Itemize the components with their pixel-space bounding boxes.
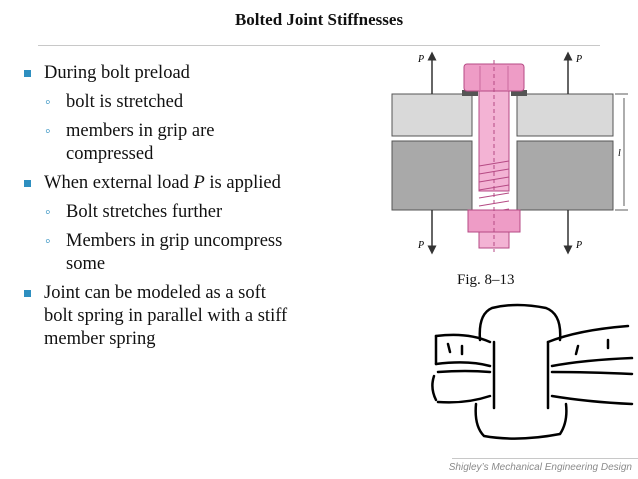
bolted-joint-figure: P P P P l <box>391 51 628 255</box>
grip-length-label: l <box>618 148 621 159</box>
washer-left <box>462 90 478 96</box>
bullet-item: During bolt preload <box>22 62 297 85</box>
load-label: P <box>417 240 424 251</box>
washer-right <box>511 90 527 96</box>
figure-caption: Fig. 8–13 <box>457 272 515 288</box>
upper-member-right <box>516 93 614 137</box>
load-variable: P <box>193 173 205 193</box>
bullet-text-tail: is applied <box>204 173 281 193</box>
title-divider <box>38 45 600 46</box>
bullet-item: Joint can be modeled as a soft bolt spri… <box>22 282 297 351</box>
lower-member-right <box>516 140 614 211</box>
lower-member-left <box>391 140 473 211</box>
sub-bullet-item: Bolt stretches further <box>22 201 297 224</box>
bullet-text: When external load <box>44 173 194 193</box>
sketch-bolt-nut <box>474 402 568 440</box>
bullet-list: During bolt preload bolt is stretched me… <box>22 62 297 357</box>
sketch-bolt-head <box>478 303 562 342</box>
sub-bullet-item: Members in grip uncompress some <box>22 230 297 276</box>
bullet-item: When external load P is applied <box>22 172 297 195</box>
sub-bullet-item: members in grip are compressed <box>22 120 297 166</box>
load-label: P <box>575 54 582 65</box>
sub-bullet-item: bolt is stretched <box>22 91 297 114</box>
load-label: P <box>417 54 424 65</box>
upper-member-left <box>391 93 473 137</box>
deformed-joint-sketch <box>431 303 634 440</box>
footer-text: Shigley’s Mechanical Engineering Design <box>448 462 632 473</box>
slide-title: Bolted Joint Stiffnesses <box>234 10 404 29</box>
footer-divider <box>452 458 638 459</box>
load-label: P <box>575 240 582 251</box>
